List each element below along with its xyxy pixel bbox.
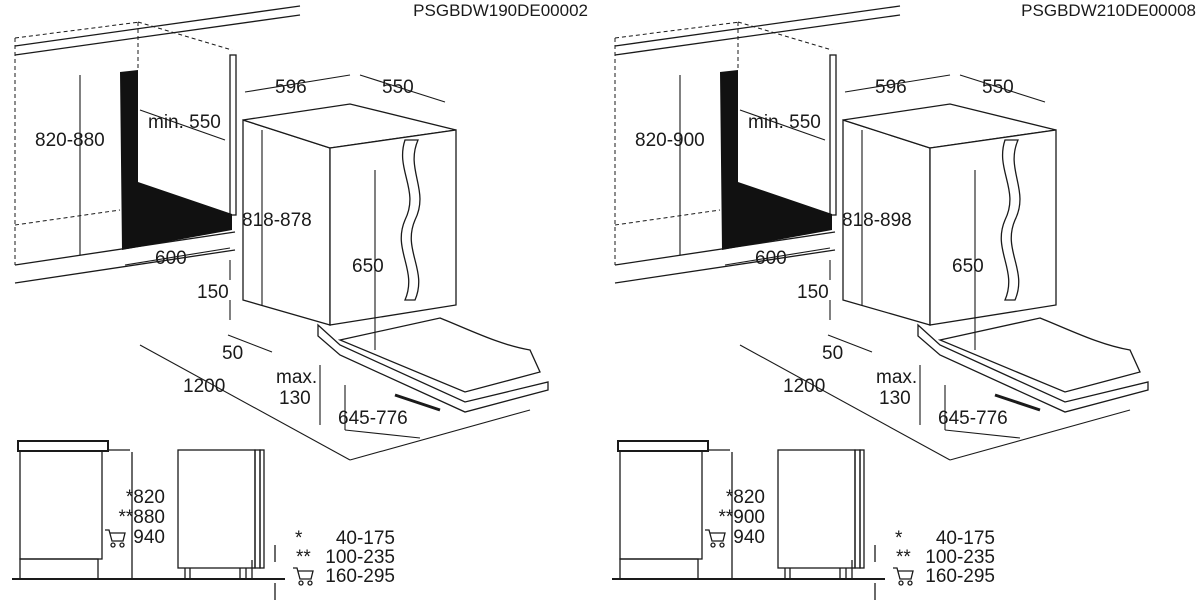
dimension-lines [679, 74, 1131, 461]
max-label: max. [276, 367, 318, 388]
depth-label: 550 [382, 77, 414, 98]
max-value-label: 130 [279, 388, 311, 409]
door-height-label: 650 [352, 256, 384, 277]
max-label: max. [876, 367, 918, 388]
side-height-2: **880 [118, 507, 166, 528]
door-clearance-label: 1200 [783, 376, 826, 397]
side-height-3: 940 [733, 527, 765, 548]
side-height-2: **900 [718, 507, 766, 528]
title: PSGBDW210DE00008 [1021, 1, 1196, 20]
cart-icon [293, 567, 314, 586]
plinth-mark-1: * [295, 528, 303, 549]
kitchen-cabinet-outline [14, 5, 301, 284]
plinth-mark-1: * [895, 528, 903, 549]
niche-cavity [720, 70, 832, 250]
plinth-range-2: 100-235 [925, 547, 995, 568]
title: PSGBDW190DE00002 [413, 1, 588, 20]
min-depth-label: min. 550 [148, 112, 221, 133]
plinth-range-3: 160-295 [925, 566, 995, 587]
niche-height-label: 820-880 [35, 130, 105, 151]
plinth-gap-label: 50 [222, 343, 244, 364]
appliance-height-label: 818-878 [242, 210, 312, 231]
side-height-1: *820 [125, 487, 165, 508]
open-door [917, 317, 1149, 413]
dishwasher-body [242, 103, 457, 326]
dimension-lines [79, 74, 531, 461]
installation-diagram-right: PSGBDW210DE00008 820-900 min. 550 596 550 818… [600, 0, 1202, 600]
niche-width-label: 600 [155, 248, 187, 269]
plinth-mark-2: ** [896, 547, 911, 568]
kitchen-cabinet-outline [614, 5, 901, 284]
plinth-range-1: 40-175 [935, 528, 995, 549]
niche-height-label: 820-900 [635, 130, 705, 151]
side-height-3: 940 [133, 527, 165, 548]
installation-diagram-left: PSGBDW190DE00002 820-880 min. 550 596 550 818… [12, 1, 588, 600]
door-height-label: 650 [952, 256, 984, 277]
plinth-gap-label: 50 [822, 343, 844, 364]
door-travel-label: 645-776 [338, 408, 408, 429]
plinth-range-1: 40-175 [335, 528, 395, 549]
cart-icon [705, 529, 726, 548]
open-door [317, 317, 549, 413]
dimension-drawing [612, 5, 1149, 600]
dishwasher-body [842, 103, 1057, 326]
max-value-label: 130 [879, 388, 911, 409]
cart-icon [893, 567, 914, 586]
depth-label: 550 [982, 77, 1014, 98]
width-label: 596 [875, 77, 907, 98]
cart-icon [105, 529, 126, 548]
min-depth-label: min. 550 [748, 112, 821, 133]
plinth-height-label: 150 [797, 282, 829, 303]
appliance-height-label: 818-898 [842, 210, 912, 231]
door-clearance-label: 1200 [183, 376, 226, 397]
plinth-range-3: 160-295 [325, 566, 395, 587]
dimension-drawing [12, 5, 549, 600]
door-travel-label: 645-776 [938, 408, 1008, 429]
side-view-dishwasher [777, 449, 876, 600]
plinth-range-2: 100-235 [325, 547, 395, 568]
plinth-height-label: 150 [197, 282, 229, 303]
side-height-1: *820 [725, 487, 765, 508]
niche-cavity [120, 70, 232, 250]
plinth-mark-2: ** [296, 547, 311, 568]
niche-width-label: 600 [755, 248, 787, 269]
side-view-dishwasher [177, 449, 276, 600]
width-label: 596 [275, 77, 307, 98]
